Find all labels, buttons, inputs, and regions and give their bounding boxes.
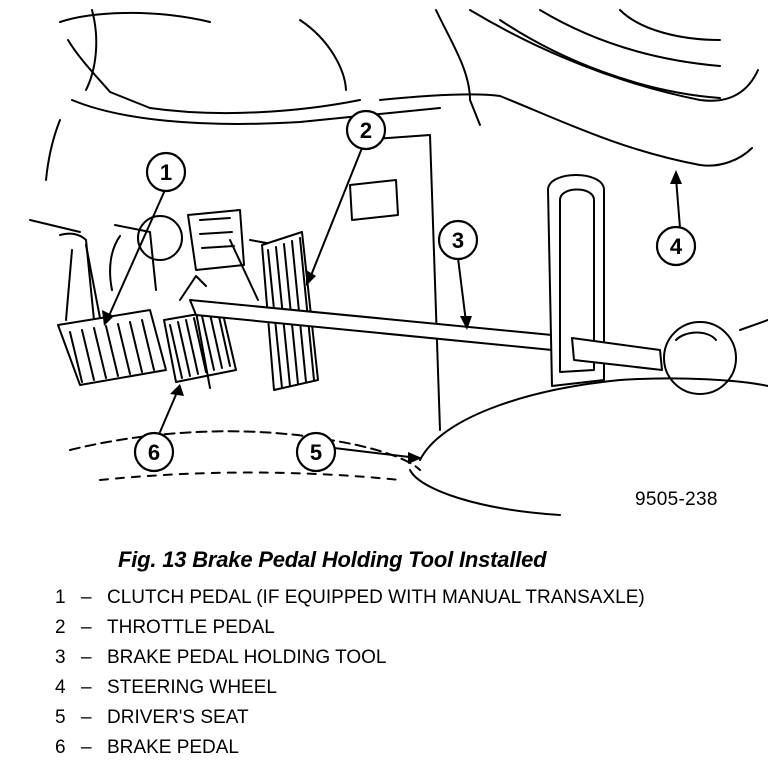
figure-id: 9505-238 [635, 489, 718, 510]
callout-1-circle [145, 151, 187, 193]
legend-list: 1–CLUTCH PEDAL (IF EQUIPPED WITH MANUAL … [55, 586, 645, 766]
legend-dash: – [81, 737, 92, 758]
seat-and-floor [69, 377, 768, 516]
callout-4-circle [655, 225, 697, 267]
callout-4-label: 4 [670, 234, 683, 259]
legend-dash: – [81, 677, 92, 698]
steering-wheel [469, 9, 759, 167]
callout-arrowheads [102, 170, 682, 464]
brake-pedal-holding-tool-drawing [189, 174, 768, 395]
legend-dash: – [81, 617, 92, 638]
callout-5-label: 5 [310, 440, 322, 465]
callout-leaders [107, 147, 681, 459]
legend-label: THROTTLE PEDAL [107, 617, 275, 638]
legend-dash: – [81, 587, 92, 608]
clutch-pedal-drawing [57, 244, 167, 386]
legend-dash: – [81, 707, 92, 728]
callout-3-label: 3 [452, 228, 464, 253]
legend-item: 1–CLUTCH PEDAL (IF EQUIPPED WITH MANUAL … [55, 586, 645, 616]
callout-2-label: 2 [360, 118, 372, 143]
pedal-illustration: 1 2 3 4 5 6 [29, 9, 768, 516]
callout-6-label: 6 [148, 440, 160, 465]
legend-number: 3 [55, 647, 66, 668]
legend-item: 2–THROTTLE PEDAL [55, 616, 645, 646]
legend-item: 5–DRIVER'S SEAT [55, 706, 645, 736]
legend-label: STEERING WHEEL [107, 677, 277, 698]
legend-number: 5 [55, 707, 66, 728]
figure-caption: Fig. 13 Brake Pedal Holding Tool Install… [118, 547, 547, 572]
legend-label: DRIVER'S SEAT [107, 707, 249, 728]
brake-pedal-drawing [163, 275, 237, 389]
legend-label: BRAKE PEDAL HOLDING TOOL [107, 647, 387, 668]
legend-label: CLUTCH PEDAL (IF EQUIPPED WITH MANUAL TR… [107, 587, 645, 608]
legend-dash: – [81, 647, 92, 668]
legend-item: 4–STEERING WHEEL [55, 676, 645, 706]
legend-item: 6–BRAKE PEDAL [55, 736, 645, 766]
legend-number: 1 [55, 587, 66, 608]
legend-item: 3–BRAKE PEDAL HOLDING TOOL [55, 646, 645, 676]
callout-5-circle [295, 431, 337, 473]
callout-6-circle [133, 431, 175, 473]
callout-1-label: 1 [160, 160, 172, 185]
legend-number: 4 [55, 677, 66, 698]
legend-label: BRAKE PEDAL [107, 737, 239, 758]
callout-3-circle [437, 219, 479, 261]
legend-number: 2 [55, 617, 66, 638]
callout-2-circle [345, 109, 387, 151]
legend-number: 6 [55, 737, 66, 758]
